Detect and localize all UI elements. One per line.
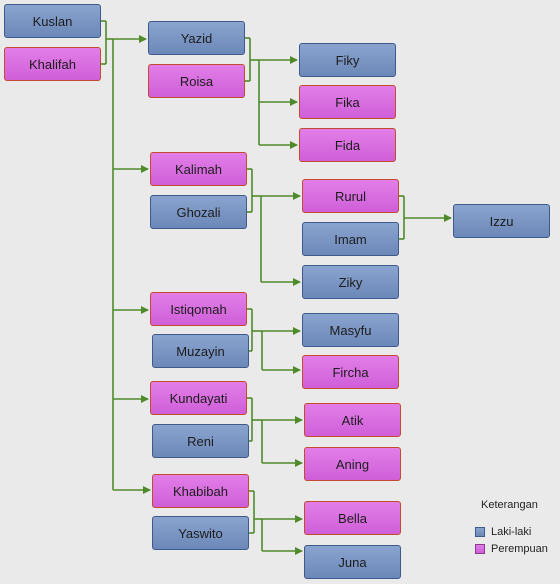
node-masyfu: Masyfu bbox=[302, 313, 399, 347]
legend-male-label: Laki-laki bbox=[491, 526, 532, 538]
node-fircha: Fircha bbox=[302, 355, 399, 389]
node-khabibah: Khabibah bbox=[152, 474, 249, 508]
node-roisa: Roisa bbox=[148, 64, 245, 98]
legend-female: Perempuan bbox=[475, 543, 548, 555]
legend-male-swatch bbox=[475, 527, 485, 537]
node-atik: Atik bbox=[304, 403, 401, 437]
node-juna: Juna bbox=[304, 545, 401, 579]
node-kalimah: Kalimah bbox=[150, 152, 247, 186]
legend-female-swatch bbox=[475, 544, 485, 554]
node-fiky: Fiky bbox=[299, 43, 396, 77]
node-reni: Reni bbox=[152, 424, 249, 458]
node-kundayati: Kundayati bbox=[150, 381, 247, 415]
node-khalifah: Khalifah bbox=[4, 47, 101, 81]
node-ghozali: Ghozali bbox=[150, 195, 247, 229]
node-fika: Fika bbox=[299, 85, 396, 119]
node-ziky: Ziky bbox=[302, 265, 399, 299]
node-kuslan: Kuslan bbox=[4, 4, 101, 38]
node-muzayin: Muzayin bbox=[152, 334, 249, 368]
node-bella: Bella bbox=[304, 501, 401, 535]
legend-female-label: Perempuan bbox=[491, 543, 548, 555]
legend-title: Keterangan bbox=[481, 499, 538, 511]
legend-male: Laki-laki bbox=[475, 526, 531, 538]
node-istiqomah: Istiqomah bbox=[150, 292, 247, 326]
node-imam: Imam bbox=[302, 222, 399, 256]
node-yazid: Yazid bbox=[148, 21, 245, 55]
node-aning: Aning bbox=[304, 447, 401, 481]
node-izzu: Izzu bbox=[453, 204, 550, 238]
node-rurul: Rurul bbox=[302, 179, 399, 213]
node-fida: Fida bbox=[299, 128, 396, 162]
node-yaswito: Yaswito bbox=[152, 516, 249, 550]
